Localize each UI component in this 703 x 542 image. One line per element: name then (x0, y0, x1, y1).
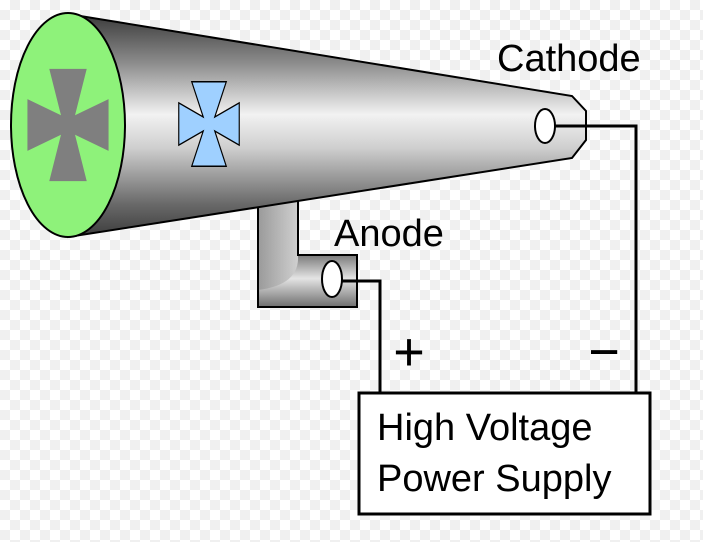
maltese-cross-icon (178, 81, 240, 167)
cathode-wire (555, 124, 638, 393)
anode-electrode (321, 260, 343, 298)
power-supply-label-line1: High Voltage (377, 407, 593, 449)
cathode-electrode (534, 108, 556, 144)
power-supply-label-line2: Power Supply (377, 458, 611, 500)
power-supply-box (357, 391, 652, 516)
anode-wire (342, 279, 382, 393)
negative-terminal-label: − (588, 322, 620, 382)
positive-terminal-label: + (393, 322, 425, 382)
maltese-cross-shadow-icon (27, 68, 109, 182)
anode-label: Anode (334, 213, 444, 255)
cathode-label: Cathode (497, 38, 641, 80)
